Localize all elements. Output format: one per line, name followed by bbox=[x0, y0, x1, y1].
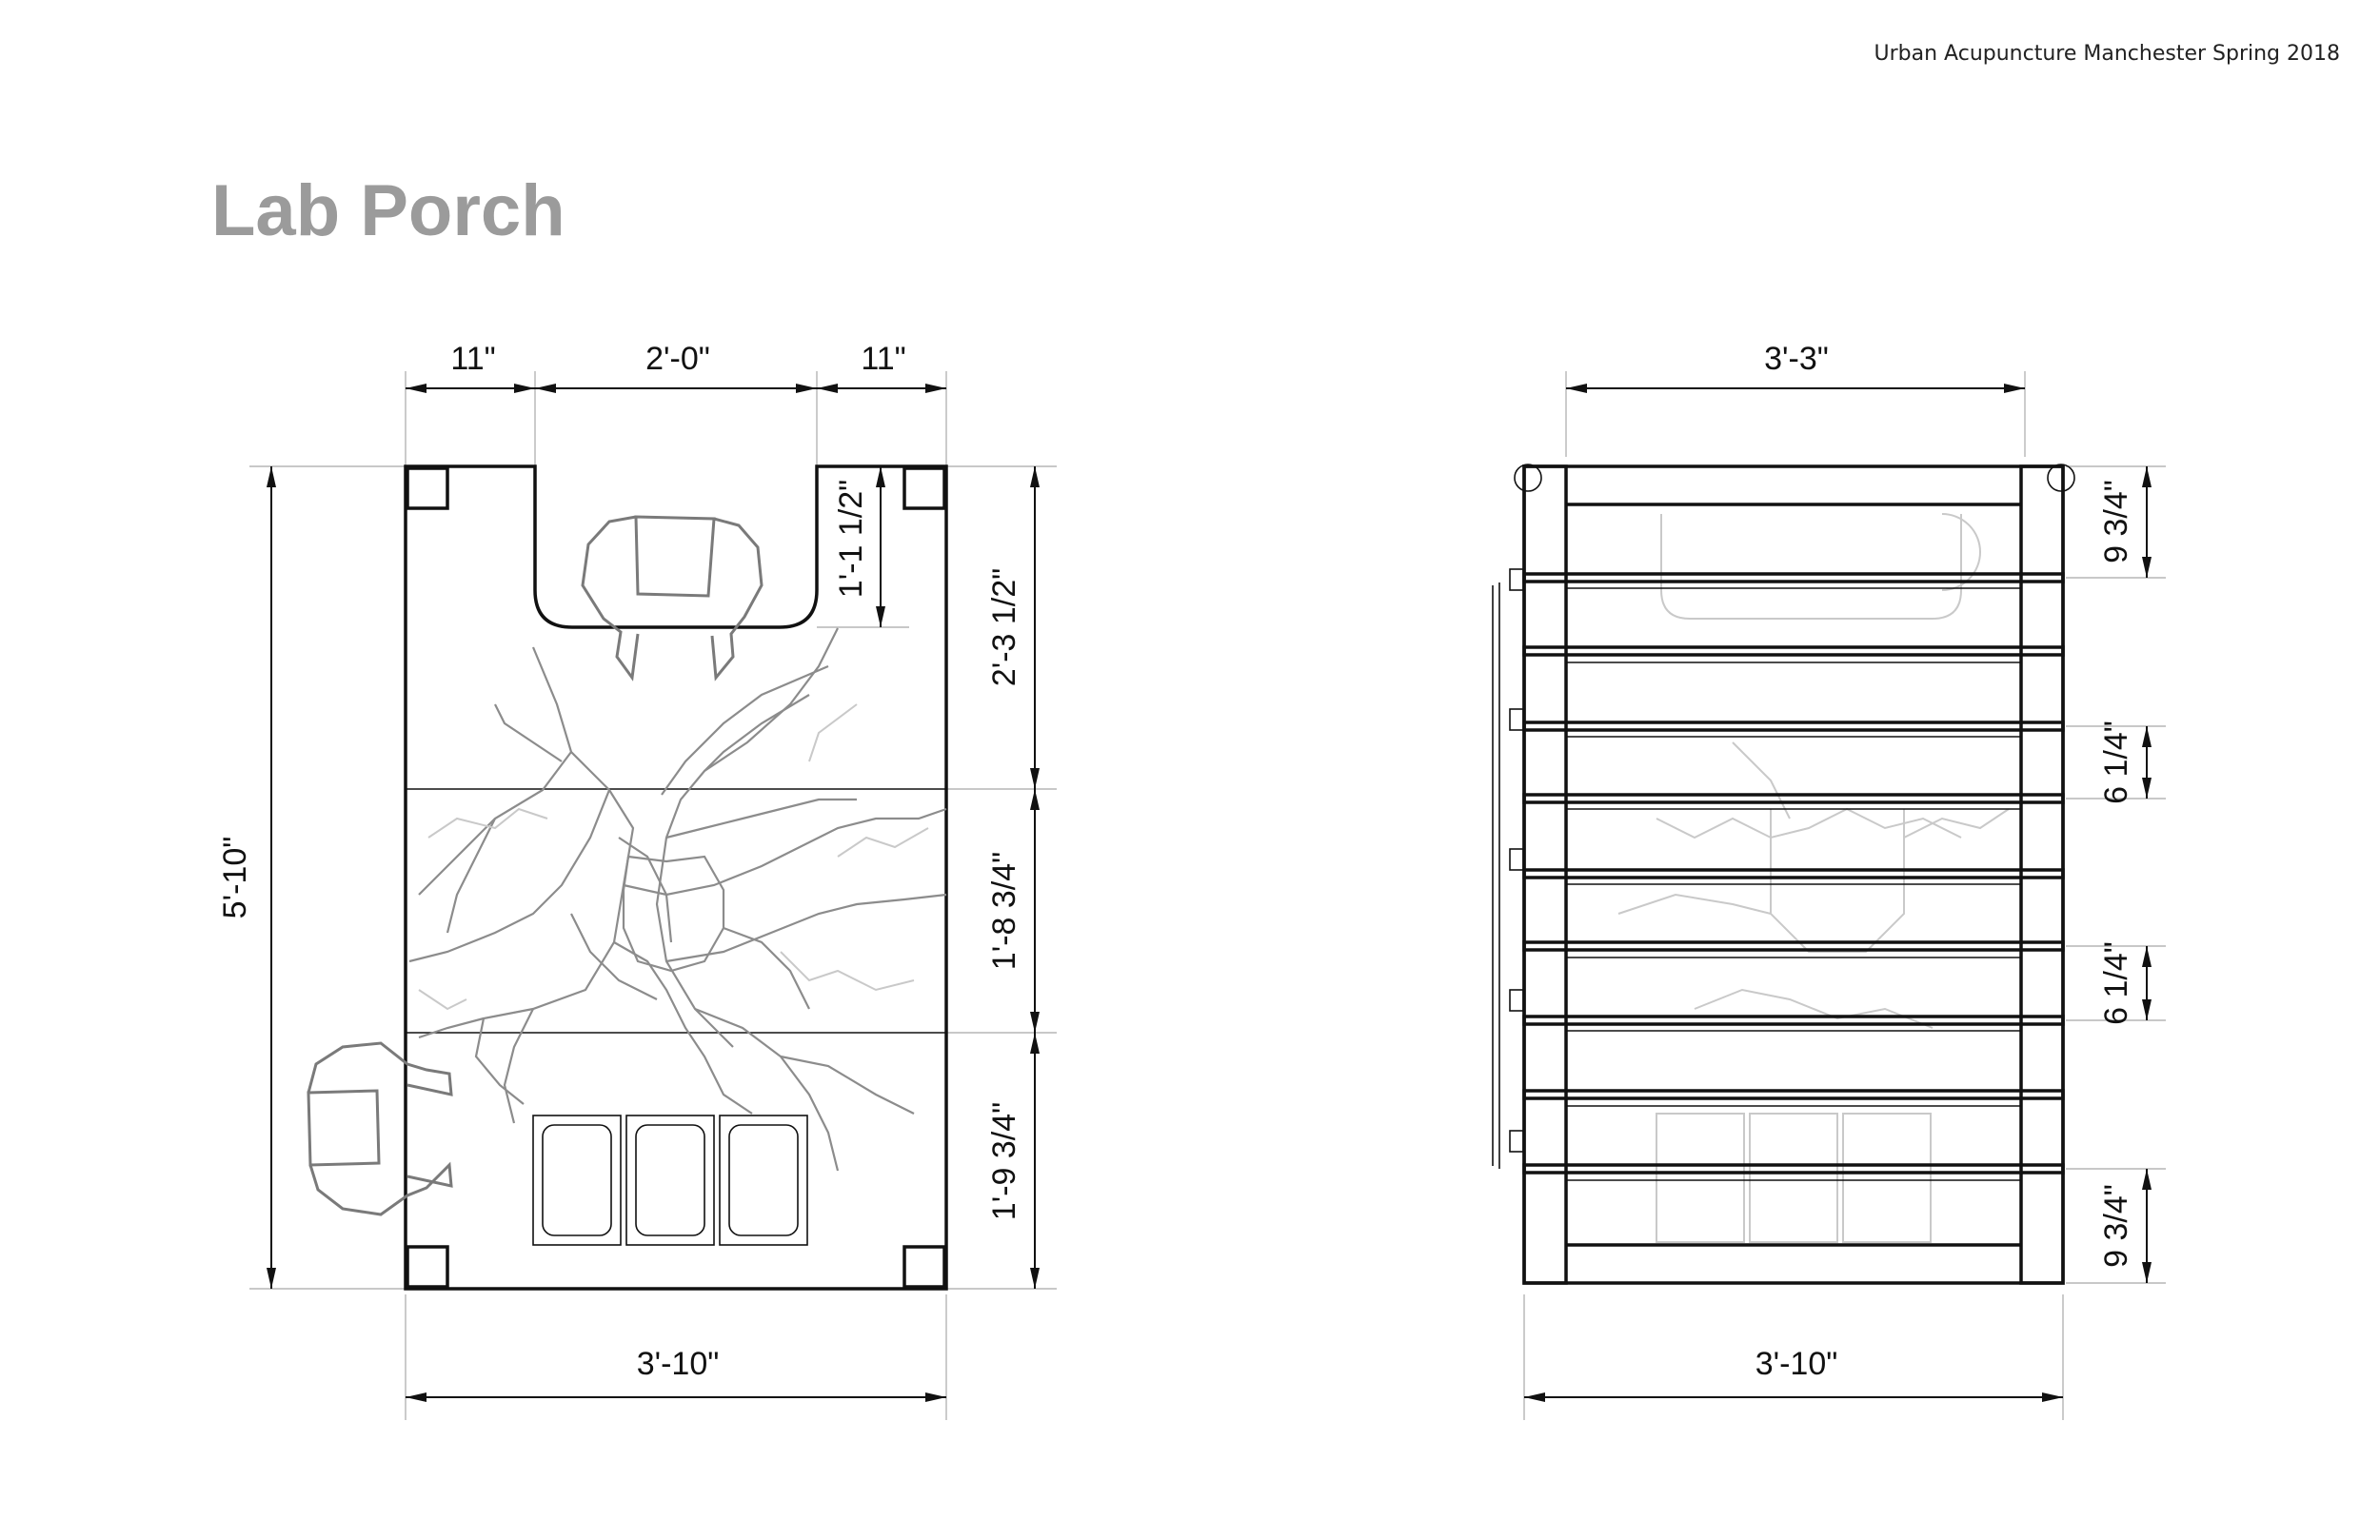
plan-seat-left bbox=[307, 1041, 453, 1216]
elevation-right-dim-4: 9 3/4" bbox=[2098, 1184, 2134, 1268]
plan-notch-depth-dim: 1'-1 1/2" bbox=[833, 480, 869, 598]
plan-corner-posts bbox=[406, 466, 946, 1289]
plan-width-dim: 3'-10" bbox=[637, 1346, 720, 1382]
plan-top-dim-left: 11" bbox=[450, 341, 495, 377]
plan-overall-depth-dim: 5'-10" bbox=[217, 837, 253, 919]
plan-right-dim-top: 2'-3 1/2" bbox=[986, 568, 1022, 686]
plan-dimension-lines bbox=[267, 384, 1040, 1402]
plan-top-dim-right: 11" bbox=[861, 341, 905, 377]
elevation-side-hardware bbox=[1492, 464, 2075, 1169]
elevation-slats bbox=[1522, 572, 2065, 1181]
elevation-extension-lines bbox=[1523, 371, 2166, 1420]
elevation-right-dim-2: 6 1/4" bbox=[2098, 721, 2134, 804]
plan-right-dim-bottom: 1'-9 3/4" bbox=[986, 1102, 1022, 1220]
elevation-right-dim-1: 9 3/4" bbox=[2098, 480, 2134, 563]
plan-extension-lines bbox=[249, 371, 1057, 1420]
plan-map-engraving bbox=[408, 627, 947, 1172]
plan-view: 11" 2'-0" 11" 5'-10" 1'-1 1/2" 2'-3 1/2"… bbox=[217, 341, 1057, 1420]
plan-seat-top bbox=[581, 515, 764, 681]
project-credit: Urban Acupuncture Manchester Spring 2018 bbox=[1874, 42, 2340, 66]
elevation-dimension-lines bbox=[1524, 384, 2152, 1402]
drawing-title: Lab Porch bbox=[211, 170, 565, 251]
plan-planter-bins bbox=[532, 1115, 808, 1246]
plan-right-dim-middle: 1'-8 3/4" bbox=[986, 852, 1022, 970]
elevation-top-dim: 3'-3" bbox=[1764, 341, 1829, 377]
elevation-view: 3'-3" 9 3/4" 6 1/4" 6 1/4" 9 3/4" 3'-10" bbox=[1492, 341, 2166, 1420]
plan-outline bbox=[404, 464, 948, 1291]
elevation-right-dim-3: 6 1/4" bbox=[2098, 941, 2134, 1025]
elevation-background-ghost bbox=[1617, 513, 2010, 1243]
elevation-rails bbox=[1566, 503, 2021, 1247]
plan-top-dim-center: 2'-0" bbox=[645, 341, 710, 377]
elevation-width-dim: 3'-10" bbox=[1755, 1346, 1838, 1382]
